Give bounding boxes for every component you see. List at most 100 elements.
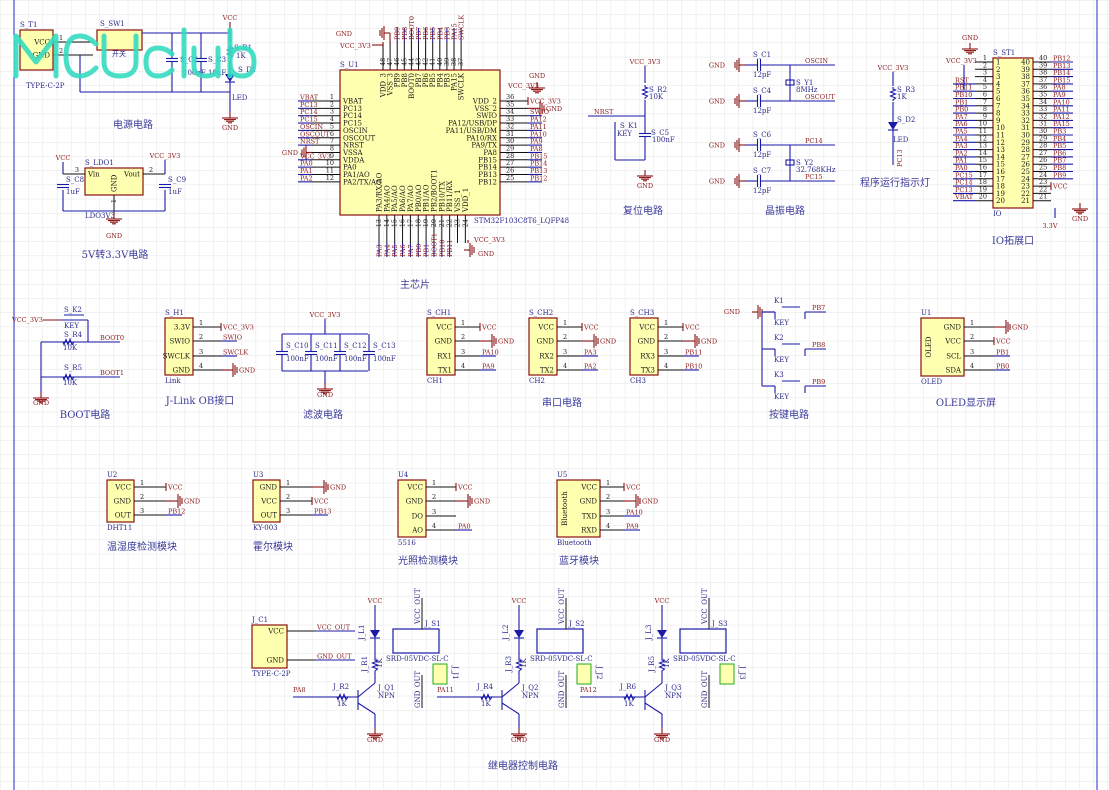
pin-number: 16 <box>399 219 407 227</box>
net-label: GND <box>546 105 562 113</box>
resistor-icon <box>658 658 666 672</box>
net-label: PB15 <box>530 152 547 160</box>
net-label: VCC <box>1052 183 1068 191</box>
net-label: VCC_3V3 <box>507 82 539 90</box>
pin-number: 2 <box>140 493 144 501</box>
terminal-jack <box>719 663 735 685</box>
net-label: PA10 <box>482 349 499 357</box>
pin-name: RX1 <box>437 353 452 361</box>
component-part: Bluetooth <box>557 539 592 547</box>
pin-name: GND <box>267 657 285 665</box>
component-ref: S_ST1 <box>993 49 1015 57</box>
pin-name: 8 <box>996 110 1000 118</box>
pin-number: 2 <box>432 493 436 501</box>
pin-number: 1 <box>199 319 203 327</box>
pin-number: 31 <box>1039 120 1047 128</box>
net-label: PA4 <box>955 135 968 143</box>
pin-name: GND <box>114 498 132 506</box>
component-ref: S_CH1 <box>427 309 451 317</box>
net-label: PB8 <box>401 27 409 40</box>
pin-number: 14 <box>383 219 391 227</box>
net-label: PA0 <box>300 160 313 168</box>
pin-number: 1 <box>110 199 118 203</box>
pin-number: 33 <box>1039 105 1047 113</box>
pin-name: GND <box>435 338 453 346</box>
ref: J_S3 <box>711 620 728 628</box>
net-label: GND <box>336 30 352 38</box>
pin-name: PB2/BOOT1 <box>430 169 438 212</box>
net-label: GND <box>282 149 298 157</box>
pin-name: 9 <box>996 117 1000 125</box>
pin-number: 45 <box>400 58 408 66</box>
component-body <box>528 317 558 376</box>
value: 12pF <box>753 151 771 159</box>
net-label: GND <box>239 367 255 375</box>
pin-name: 13 <box>996 146 1005 154</box>
component-part: TYPE-C-2P <box>252 670 291 678</box>
component-ch2 <box>528 317 558 376</box>
component-ref: S_CH2 <box>529 309 553 317</box>
net-label: PB11 <box>446 240 454 257</box>
net-label: GND <box>529 72 545 80</box>
pin-name: VCC <box>435 324 452 332</box>
pin-name: 3 <box>996 73 1000 81</box>
section-title-filter: 滤波电路 <box>303 408 343 421</box>
net-label: GND <box>367 736 383 744</box>
net-label: PB14 <box>530 160 547 168</box>
component-ref: J_C1 <box>251 616 268 624</box>
net-label: PA10 <box>1053 98 1070 106</box>
ref: S_C9 <box>168 176 186 184</box>
pin-name: PB10/TX <box>438 181 446 212</box>
component-oled <box>920 317 965 377</box>
pin-name: PB4 <box>436 72 444 87</box>
net-label: PA3 <box>376 244 384 257</box>
component-body <box>992 57 1034 209</box>
pin-number: 23 <box>1039 178 1047 186</box>
component-part: Link <box>165 377 181 385</box>
net-label: VCC <box>481 324 497 332</box>
net-label: PB4 <box>1053 135 1066 143</box>
net-label: VCC_3V3 <box>222 324 254 332</box>
pin-number: 1 <box>140 479 144 487</box>
watermark-stroke <box>13 33 59 79</box>
pin-name: 21 <box>1021 197 1030 205</box>
pin-number: 12 <box>979 134 987 142</box>
resistor-icon <box>371 658 379 672</box>
pin-number: 1 <box>606 479 610 487</box>
pin-name: 34 <box>1021 102 1030 110</box>
value: 8MHz <box>796 86 818 94</box>
pin-name: 24 <box>1021 175 1030 183</box>
pin-name: VBAT <box>342 98 363 106</box>
pin-name: 30 <box>1021 132 1030 140</box>
pin-number: 2 <box>983 61 987 69</box>
net-label: PB0 <box>996 363 1009 371</box>
pin-name: 1 <box>996 59 1000 67</box>
net-label: PA2 <box>300 174 313 182</box>
net-label: GND_OUT <box>558 671 566 708</box>
value: KEY <box>774 393 789 401</box>
net-label: BOOT1 <box>430 233 438 257</box>
net-label: GND <box>962 34 978 42</box>
pin-name: VDD_3 <box>380 73 388 98</box>
section-title-ldo: 5V转3.3V电路 <box>82 248 149 261</box>
pin-name: 15 <box>996 161 1005 169</box>
pin-name: AO <box>411 527 423 535</box>
pin-number: 31 <box>506 130 514 138</box>
component-u3 <box>252 479 281 523</box>
net-label: VBAT <box>954 193 974 201</box>
net-label: GND <box>317 391 333 399</box>
component-ref: U4 <box>398 471 409 479</box>
resistor-icon <box>622 693 636 701</box>
net-label: PA11 <box>437 686 454 694</box>
net-label: PC15 <box>955 171 973 179</box>
ref: J_Q1 <box>377 684 395 692</box>
net-label: VCC_OUT <box>316 624 351 632</box>
pin-name: VDD_1 <box>462 188 470 213</box>
pin-number: 27 <box>1039 149 1047 157</box>
pin-number: 19 <box>422 219 430 227</box>
pin-name: TX2 <box>540 367 554 375</box>
pin-name: GND <box>944 324 962 332</box>
component-ref: S_LDO1 <box>85 159 114 167</box>
pin-number: 35 <box>506 100 514 108</box>
pin-name: 38 <box>1021 73 1030 81</box>
